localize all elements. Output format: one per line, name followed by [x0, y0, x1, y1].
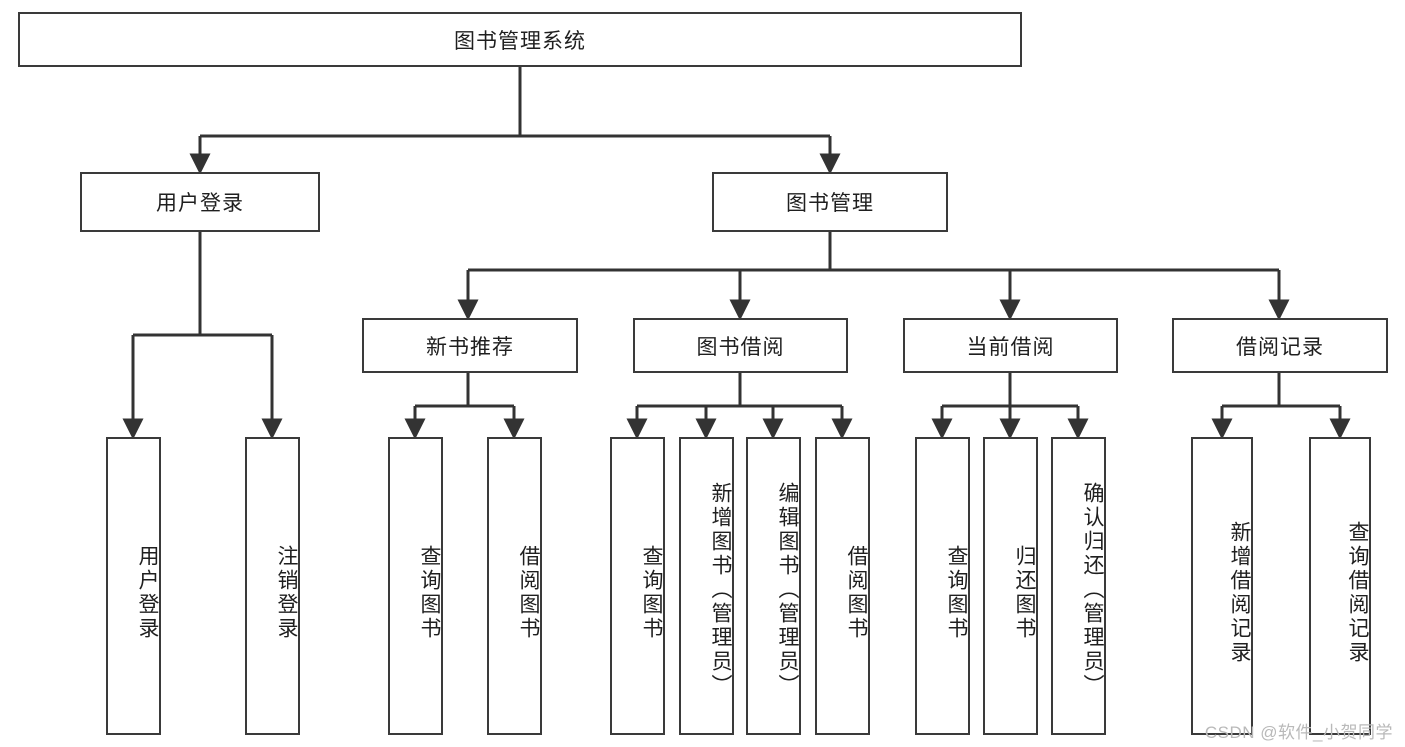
leaf-query-book-bb[interactable]: 查询图书 — [610, 437, 665, 735]
leaf-user-login[interactable]: 用户登录 — [106, 437, 161, 735]
node-user-login[interactable]: 用户登录 — [80, 172, 320, 232]
leaf-query-book-nbr[interactable]: 查询图书 — [388, 437, 443, 735]
node-root[interactable]: 图书管理系统 — [18, 12, 1022, 67]
leaf-query-borrow-record[interactable]: 查询借阅记录 — [1309, 437, 1371, 735]
leaf-add-book-admin[interactable]: 新增图书（管理员） — [679, 437, 734, 735]
leaf-borrow-book-nbr[interactable]: 借阅图书 — [487, 437, 542, 735]
node-book-borrow[interactable]: 图书借阅 — [633, 318, 848, 373]
leaf-logout[interactable]: 注销登录 — [245, 437, 300, 735]
node-borrow-record[interactable]: 借阅记录 — [1172, 318, 1388, 373]
node-current-borrow[interactable]: 当前借阅 — [903, 318, 1118, 373]
node-book-management[interactable]: 图书管理 — [712, 172, 948, 232]
leaf-confirm-return-admin[interactable]: 确认归还（管理员） — [1051, 437, 1106, 735]
leaf-borrow-book-bb[interactable]: 借阅图书 — [815, 437, 870, 735]
node-new-book-recommend[interactable]: 新书推荐 — [362, 318, 578, 373]
leaf-add-borrow-record[interactable]: 新增借阅记录 — [1191, 437, 1253, 735]
leaf-edit-book-admin[interactable]: 编辑图书（管理员） — [746, 437, 801, 735]
watermark-text: CSDN @软件_小贺同学 — [1204, 723, 1393, 742]
leaf-return-book[interactable]: 归还图书 — [983, 437, 1038, 735]
leaf-query-book-cb[interactable]: 查询图书 — [915, 437, 970, 735]
